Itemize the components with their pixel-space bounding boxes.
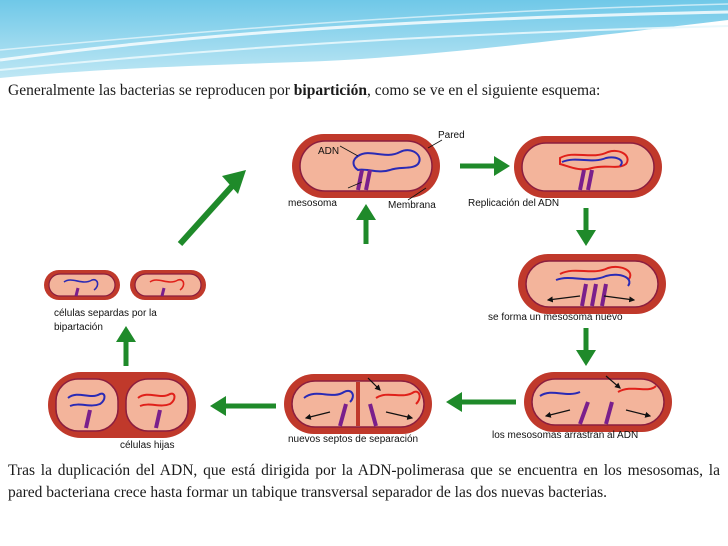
intro-bold-term: bipartición (293, 82, 367, 99)
mesosome (578, 401, 614, 425)
intro-paragraph: Generalmente las bacterias se reproducen… (8, 80, 720, 102)
label-separadas-1: células separdas por la (54, 308, 157, 319)
label-membrana: Membrana (388, 200, 436, 211)
label-se-forma: se forma un mesosoma nuevo (488, 312, 623, 323)
cell-replication (514, 136, 662, 198)
label-mesosoma: mesosoma (288, 198, 337, 209)
label-separadas-2: bipartación (54, 322, 103, 333)
green-arrows (116, 156, 596, 416)
arrow-up-left (116, 326, 136, 366)
arrow-diagonal (177, 170, 246, 247)
decorative-banner (0, 0, 728, 78)
mesosome (356, 169, 372, 191)
binary-fission-diagram: Pared ADN mesosoma Membrana Replicación … (44, 130, 672, 451)
cell-daughters (48, 372, 196, 438)
label-arrastran: los mesosomas arrastran al ADN (492, 430, 638, 441)
arrow-up-center (356, 204, 376, 244)
dna-red-strand (559, 150, 629, 171)
arrow-right-top (460, 156, 510, 176)
mesosome (580, 283, 608, 307)
label-pared: Pared (438, 130, 465, 141)
mesosome (84, 409, 162, 429)
dna-blue-strand (561, 156, 623, 167)
arrow-down-2 (576, 328, 596, 366)
label-septos: nuevos septos de separación (288, 434, 418, 445)
dna-strand (352, 149, 421, 173)
outro-paragraph: Tras la duplicación del ADN, que está di… (8, 462, 720, 501)
cell-new-septa (284, 374, 432, 434)
arrow-down-1 (576, 208, 596, 246)
mesosome (338, 403, 378, 427)
label-replicacion: Replicación del ADN (468, 198, 559, 209)
cell-mesosomes-drag (524, 372, 672, 432)
label-adn: ADN (318, 146, 339, 157)
label-hijas: células hijas (120, 440, 174, 451)
intro-text-after: , como se ve en el siguiente esquema: (366, 82, 601, 99)
arrow-left-2 (210, 396, 276, 416)
mesosome (578, 169, 594, 191)
intro-text-before: Generalmente las bacterias se reproducen… (8, 82, 294, 99)
cell-separated (44, 270, 206, 300)
cell-initial (292, 134, 440, 198)
arrow-left-1 (446, 392, 516, 412)
cell-new-mesosome (518, 254, 666, 314)
